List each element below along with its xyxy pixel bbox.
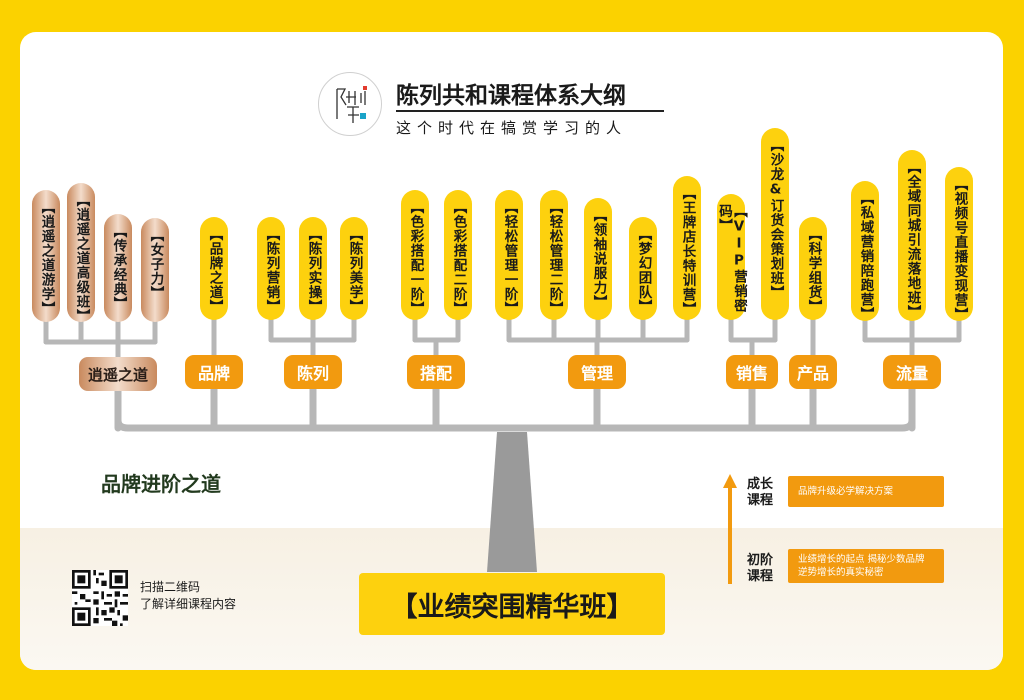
course-pill: 【陈列美学】 xyxy=(340,217,368,320)
course-label: 【领袖说服力】 xyxy=(590,208,607,310)
category-liuliang: 流量 xyxy=(883,355,941,389)
course-label: 【轻松管理一阶】 xyxy=(501,200,518,316)
course-pill: 【陈列营销】 xyxy=(257,217,285,320)
course-pill: 【色彩搭配二阶】 xyxy=(444,190,472,320)
course-pill: 【领袖说服力】 xyxy=(584,198,612,320)
course-pill: 【轻松管理二阶】 xyxy=(540,190,568,320)
legend-growth-desc: 品牌升级必学解决方案 xyxy=(788,476,944,507)
course-pill: 【梦幻团队】 xyxy=(629,217,657,320)
category-xiaoyao: 逍遥之道 xyxy=(79,357,157,391)
course-label: 【科学组货】 xyxy=(805,227,822,314)
course-label: 【私域营销陪跑营】 xyxy=(857,191,874,322)
category-dapei: 搭配 xyxy=(407,355,465,389)
main-branch xyxy=(114,406,916,432)
qr-code-icon[interactable] xyxy=(72,570,128,626)
legend-entry-label: 初阶 课程 xyxy=(747,553,774,584)
qr-caption: 扫描二维码 了解详细课程内容 xyxy=(140,580,237,611)
course-pill: 【轻松管理一阶】 xyxy=(495,190,523,320)
course-pill: 【科学组货】 xyxy=(799,217,827,320)
course-label: 【VIP营销密码】 xyxy=(716,204,747,313)
course-label: 【逍遥之道高级班】 xyxy=(73,193,90,324)
course-label: 【梦幻团队】 xyxy=(635,227,652,314)
course-pill: 【逍遥之道高级班】 xyxy=(67,183,95,324)
course-pill: 【传承经典】 xyxy=(104,214,132,322)
chenlie-logo-icon xyxy=(318,72,382,136)
course-label: 【传承经典】 xyxy=(110,224,127,311)
course-label: 【陈列营销】 xyxy=(263,227,280,314)
arrow-up-icon xyxy=(723,474,737,488)
course-label: 【王牌店长特训营】 xyxy=(679,186,696,317)
page-subtitle: 这个时代在犒赏学习的人 xyxy=(396,119,628,137)
course-label: 【轻松管理二阶】 xyxy=(546,200,563,316)
category-pinpai: 品牌 xyxy=(185,355,243,389)
course-label: 【全域同城引流落地班】 xyxy=(904,160,921,320)
course-label: 【沙龙&订货会策划班】 xyxy=(767,138,784,300)
legend-growth-label: 成长 课程 xyxy=(747,477,774,508)
category-xiaoshou: 销售 xyxy=(726,355,778,389)
course-label: 【色彩搭配二阶】 xyxy=(450,200,467,316)
section-label: 品牌进阶之道 xyxy=(101,472,221,496)
course-label: 【色彩搭配一阶】 xyxy=(407,200,424,316)
course-pill: 【陈列实操】 xyxy=(299,217,327,320)
course-label: 【逍遥之道游学】 xyxy=(38,200,55,316)
course-pill: 【沙龙&订货会策划班】 xyxy=(761,128,789,320)
arrow-shaft xyxy=(728,486,732,584)
course-label: 【视频号直播变现营】 xyxy=(951,177,968,322)
category-chanpin: 产品 xyxy=(789,355,837,389)
page-title: 陈列共和课程体系大纲 xyxy=(396,83,626,109)
course-pill: 【王牌店长特训营】 xyxy=(673,176,701,320)
course-label: 【女子力】 xyxy=(147,228,164,301)
course-label: 【陈列实操】 xyxy=(305,227,322,314)
course-pill: 【色彩搭配一阶】 xyxy=(401,190,429,320)
legend-entry-desc: 业绩增长的起点 揭秘少数品牌逆势增长的真实秘密 xyxy=(788,549,944,583)
tree-trunk xyxy=(487,432,537,572)
core-course-box: 【业绩突围精华班】 xyxy=(359,573,665,635)
course-label: 【品牌之道】 xyxy=(206,227,223,314)
category-chenlie: 陈列 xyxy=(284,355,342,389)
course-pill: 【私域营销陪跑营】 xyxy=(851,181,879,322)
course-label: 【陈列美学】 xyxy=(346,227,363,314)
category-guanli: 管理 xyxy=(568,355,626,389)
course-pill: 【VIP营销密码】 xyxy=(716,194,747,320)
course-pill: 【全域同城引流落地班】 xyxy=(898,150,926,321)
title-divider xyxy=(396,110,664,112)
course-pill: 【视频号直播变现营】 xyxy=(945,167,973,322)
course-pill: 【女子力】 xyxy=(141,218,169,322)
course-pill: 【品牌之道】 xyxy=(200,217,228,320)
course-pill: 【逍遥之道游学】 xyxy=(32,190,60,322)
